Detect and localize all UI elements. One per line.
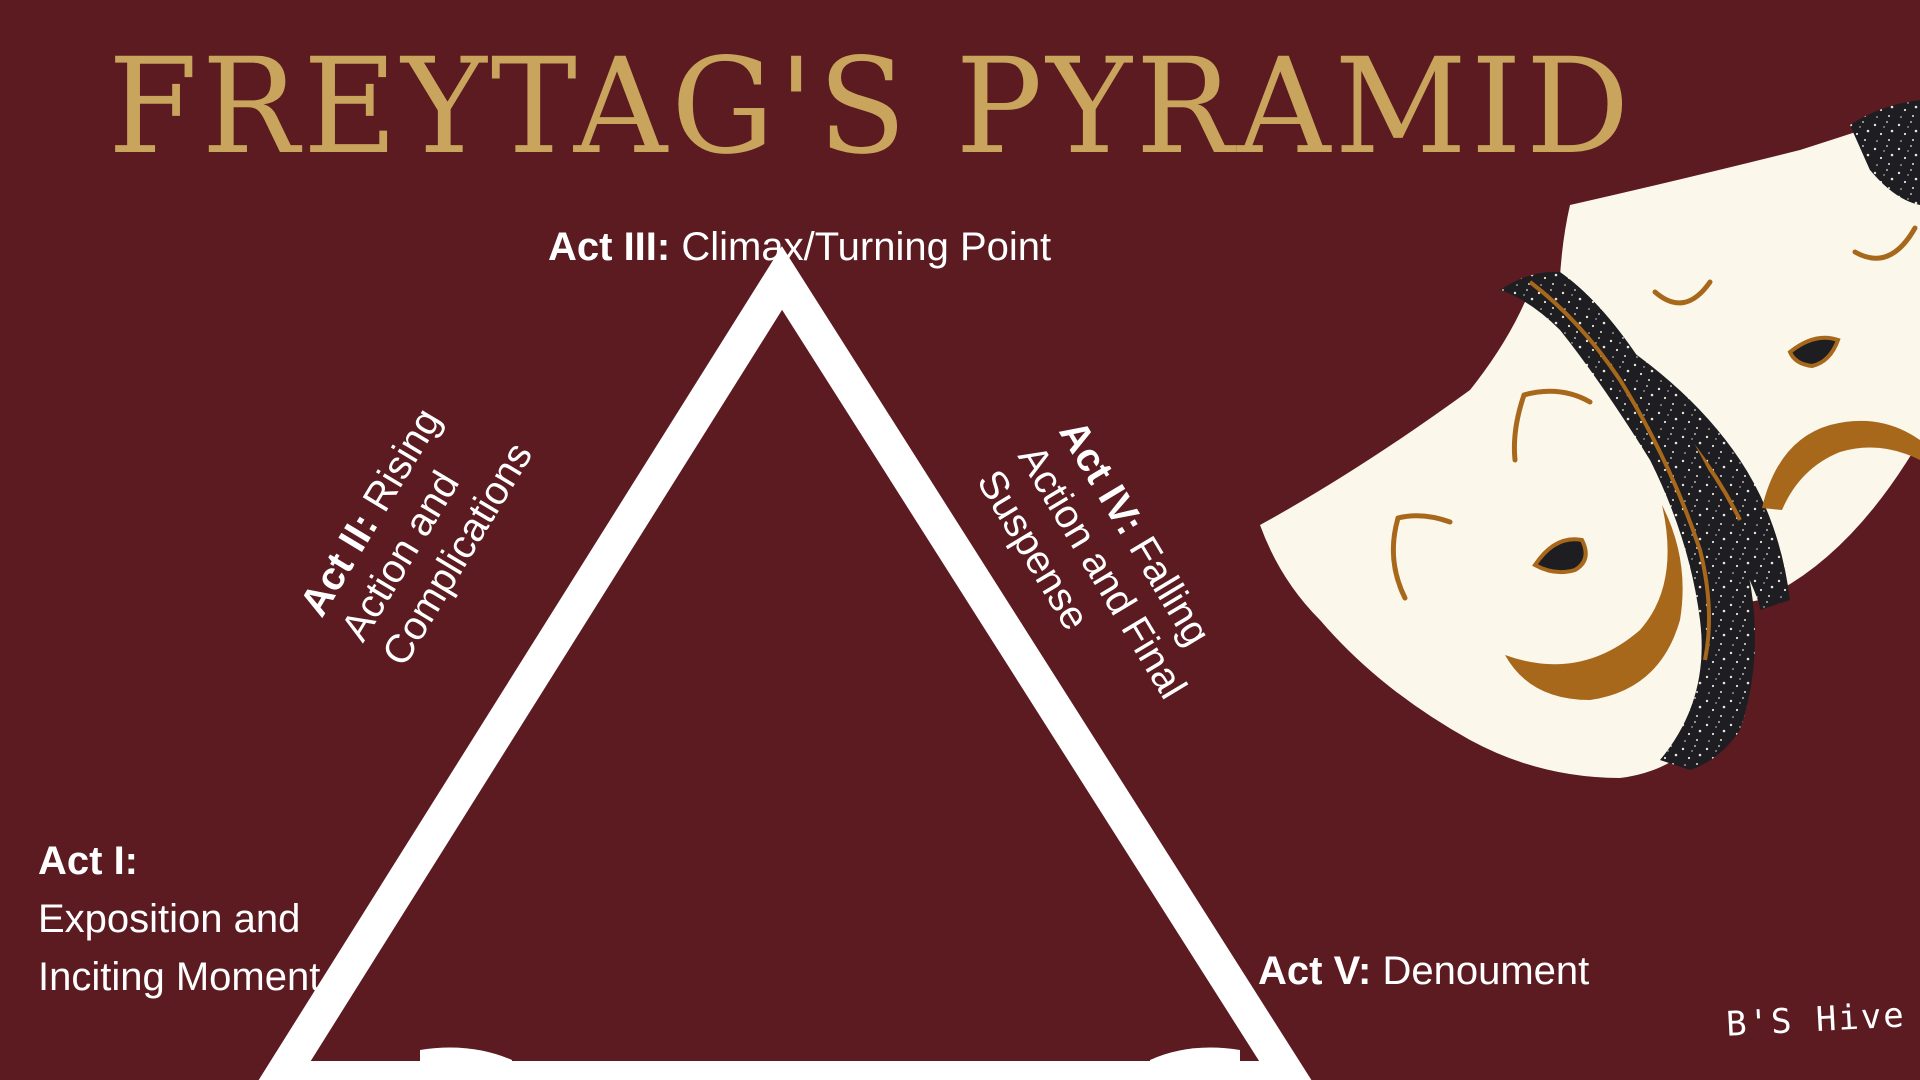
sad-mask-eye-left bbox=[1652, 279, 1713, 306]
page-title: FREYTAG'S PYRAMID bbox=[108, 30, 1634, 184]
sad-mask-nose bbox=[1787, 335, 1841, 369]
act5-heading: Act V: bbox=[1258, 949, 1372, 993]
act5-label: Act V: Denoument bbox=[1258, 942, 1589, 1000]
happy-mask-eye-left bbox=[1395, 513, 1453, 525]
pyramid-foot-left bbox=[420, 1047, 512, 1080]
act1-heading: Act I: bbox=[38, 839, 138, 883]
act3-heading: Act III: bbox=[548, 225, 671, 269]
act1-label: Act I: Exposition and Inciting Moment bbox=[38, 832, 338, 1006]
act3-label: Act III: Climax/Turning Point bbox=[548, 218, 1051, 276]
act5-text: Denoument bbox=[1382, 949, 1590, 993]
happy-mask-icon bbox=[1260, 271, 1755, 778]
act1-text: Exposition and Inciting Moment bbox=[38, 897, 321, 999]
happy-mask-nose bbox=[1532, 537, 1588, 575]
pyramid-foot-right bbox=[1150, 1047, 1240, 1080]
happy-mask-eye-right bbox=[1521, 388, 1593, 405]
sad-mask-mouth bbox=[1762, 420, 1920, 510]
act3-text: Climax/Turning Point bbox=[681, 225, 1052, 269]
happy-mask-mouth bbox=[1505, 505, 1683, 700]
pyramid-outline bbox=[258, 246, 1312, 1080]
sad-mask-eye-right bbox=[1852, 225, 1918, 261]
